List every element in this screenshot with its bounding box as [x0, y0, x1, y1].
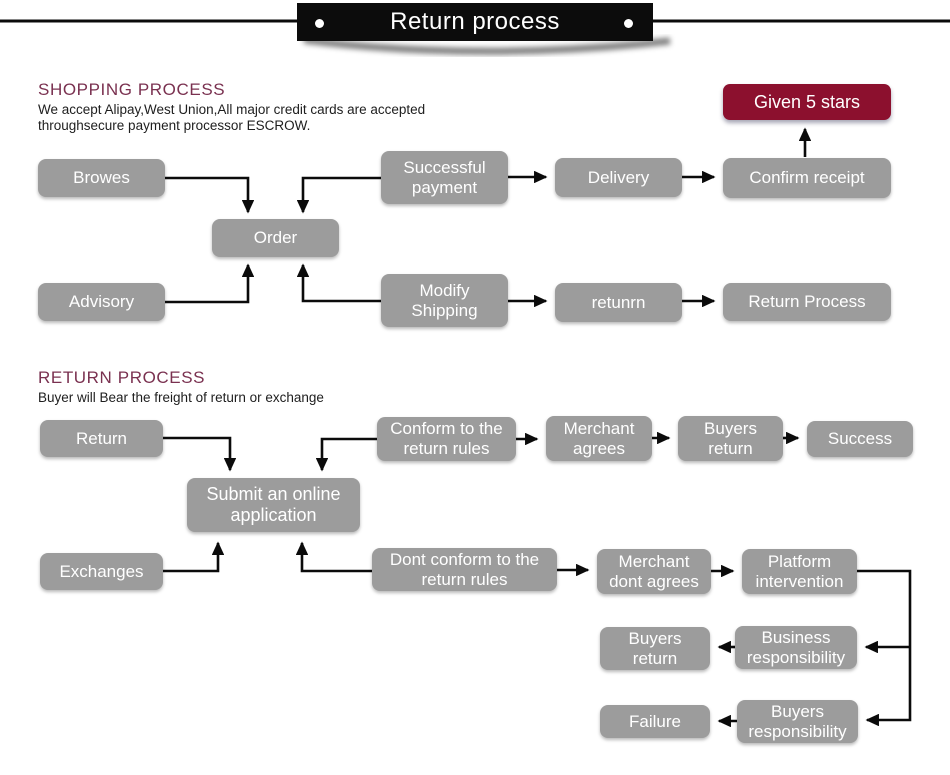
arrow-advisory-to-order: [165, 263, 255, 304]
return-section-heading: RETURN PROCESS: [38, 368, 206, 387]
arrow-dontconform-to-submit: [295, 541, 372, 573]
node-order: Order: [212, 219, 339, 257]
flow-arrows: [163, 127, 912, 728]
node-buyers-responsibility: Buyers responsibility: [737, 700, 858, 743]
node-exchanges: Exchanges: [40, 553, 163, 590]
arrow-platform-to-buyersresp: [857, 569, 912, 727]
node-advisory: Advisory: [38, 283, 165, 321]
node-failure: Failure: [600, 705, 710, 738]
node-buyers-return-bottom: Buyers return: [600, 627, 710, 670]
node-return-process: Return Process: [723, 283, 891, 321]
node-confirm-receipt: Confirm receipt: [723, 158, 891, 198]
arrow-return-to-submit: [163, 436, 237, 472]
node-conform-rules: Conform to the return rules: [377, 417, 516, 461]
page-title: Return process: [390, 8, 560, 35]
ribbon-shadow: [303, 36, 671, 55]
node-browes: Browes: [38, 159, 165, 197]
arrow-exchanges-to-submit: [163, 541, 225, 573]
arrow-payment-to-order: [296, 176, 381, 214]
arrow-browes-to-order: [165, 176, 255, 214]
return-section-subtext: Buyer will Bear the freight of return or…: [38, 390, 324, 405]
shopping-section-subtext: We accept Alipay,West Union,All major cr…: [38, 102, 426, 134]
shopping-section-heading: SHOPPING PROCESS: [38, 80, 226, 99]
arrow-conform-to-submit: [315, 437, 377, 472]
node-successful-payment: Successful payment: [381, 151, 508, 204]
node-given-5-stars: Given 5 stars: [723, 84, 891, 120]
node-retunrn: retunrn: [555, 283, 682, 322]
node-delivery: Delivery: [555, 158, 682, 197]
node-merchant-dont-agrees: Merchant dont agrees: [597, 549, 711, 594]
node-modify-shipping: Modify Shipping: [381, 274, 508, 327]
node-business-responsibility: Business responsibility: [735, 626, 857, 669]
node-submit-application: Submit an online application: [187, 478, 360, 532]
node-dont-conform-rules: Dont conform to the return rules: [372, 548, 557, 591]
node-buyers-return-top: Buyers return: [678, 416, 783, 461]
node-return: Return: [40, 420, 163, 457]
title-ribbon: Return process: [297, 3, 653, 41]
node-platform-intervention: Platform intervention: [742, 549, 857, 594]
node-merchant-agrees: Merchant agrees: [546, 416, 652, 461]
node-success: Success: [807, 421, 913, 457]
arrow-modify-to-order: [296, 263, 381, 303]
ribbon-dot-left-icon: [315, 19, 324, 28]
ribbon-dot-right-icon: [624, 19, 633, 28]
